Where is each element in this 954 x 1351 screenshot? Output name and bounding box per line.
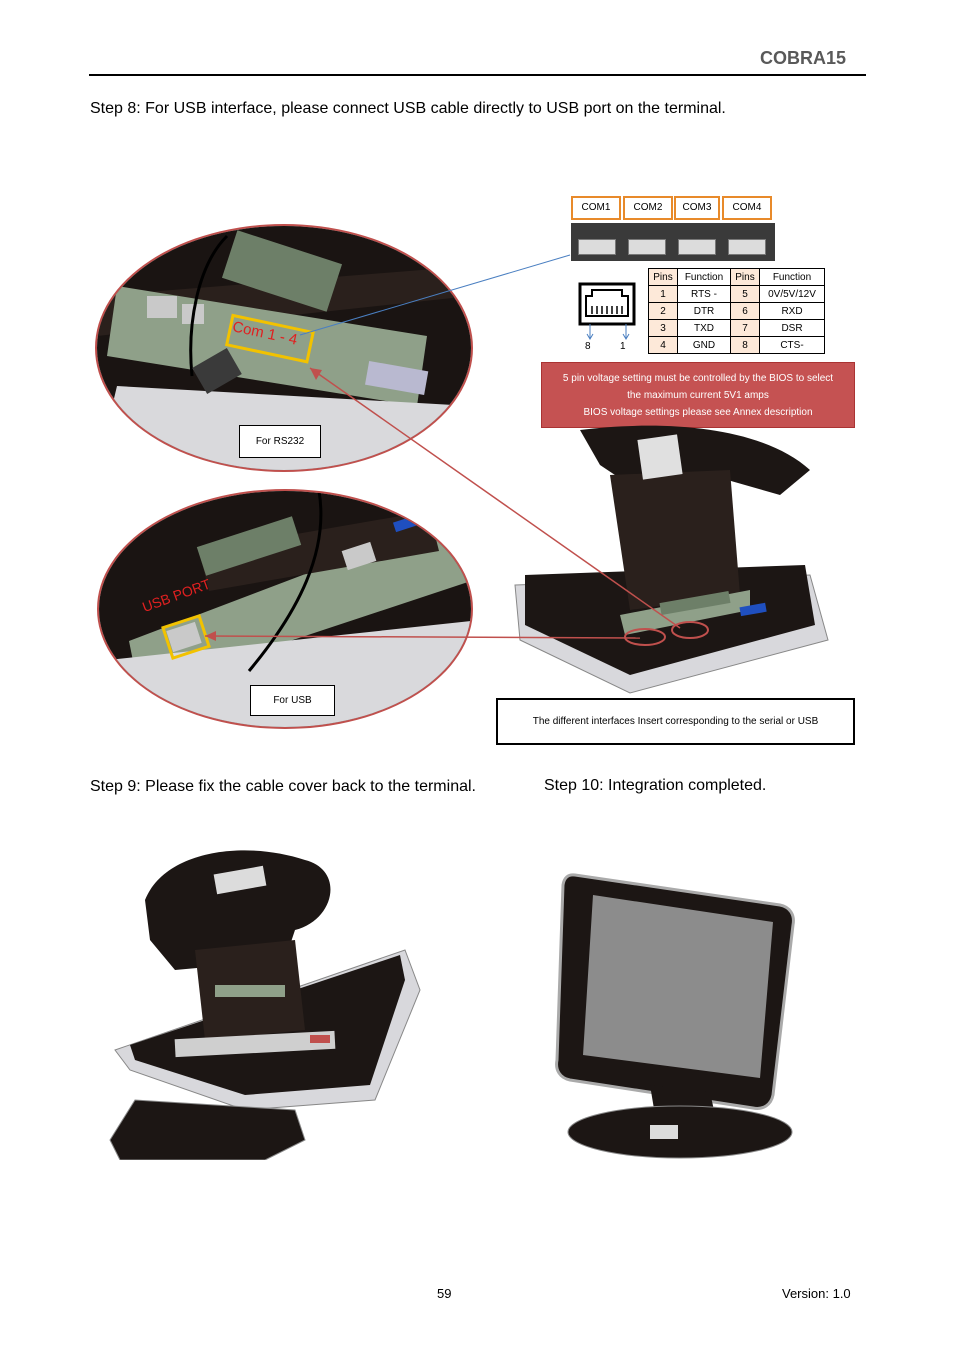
com-port-2	[628, 239, 666, 255]
table-cell: 7	[730, 319, 760, 337]
com4-box: COM4	[722, 196, 772, 220]
step-9-text: Step 9: Please fix the cable cover back …	[90, 778, 476, 795]
table-cell: CTS-	[759, 336, 825, 354]
com2-box: COM2	[623, 196, 673, 220]
rs232-label-box: For RS232	[239, 425, 321, 458]
usb-detail-illustration	[99, 491, 471, 727]
com-port-3	[678, 239, 716, 255]
terminal-rear-illustration	[514, 425, 829, 694]
usb-label-box: For USB	[250, 685, 335, 716]
com3-box: COM3	[674, 196, 720, 220]
page-number: 59	[437, 1286, 452, 1301]
rj45-pin-1-label: 1	[620, 341, 626, 352]
usb-detail-circle	[97, 489, 473, 729]
table-header-row: Pins Function Pins Function	[648, 268, 825, 286]
com1-box: COM1	[571, 196, 621, 220]
rj45-connector-icon	[578, 282, 636, 326]
table-row: 1 RTS - 5 0V/5V/12V	[648, 285, 825, 303]
voltage-note-box: 5 pin voltage setting must be controlled…	[541, 362, 855, 428]
step-10-text: Step 10: Integration completed.	[544, 777, 767, 794]
completed-terminal-illustration	[555, 873, 795, 1159]
voltage-note-line-1: 5 pin voltage setting must be controlled…	[562, 373, 834, 384]
table-row: 4 GND 8 CTS-	[648, 336, 825, 354]
com-port-strip	[571, 223, 775, 261]
table-cell: 5	[730, 285, 760, 303]
voltage-note-line-3: BIOS voltage settings please see Annex d…	[583, 407, 813, 418]
interface-caption-box: The different interfaces Insert correspo…	[496, 698, 855, 745]
document-title: COBRA15	[760, 48, 847, 68]
pin-function-table: Pins Function Pins Function 1 RTS - 5 0V…	[648, 268, 825, 354]
cable-cover-illustration	[109, 850, 421, 1160]
voltage-note-line-2: the maximum current 5V1 amps	[627, 390, 769, 401]
rj45-pin-arrows	[586, 324, 630, 340]
step-8-text: Step 8: For USB interface, please connec…	[90, 100, 726, 117]
table-cell: 4	[648, 336, 678, 354]
table-header: Pins	[648, 268, 678, 286]
callout-lines	[204, 254, 681, 641]
table-header: Pins	[730, 268, 760, 286]
com-port-1	[578, 239, 616, 255]
header-divider	[89, 74, 866, 76]
com-port-4	[728, 239, 766, 255]
version-label: Version: 1.0	[782, 1286, 851, 1301]
rj45-pin-8-label: 8	[585, 341, 591, 352]
